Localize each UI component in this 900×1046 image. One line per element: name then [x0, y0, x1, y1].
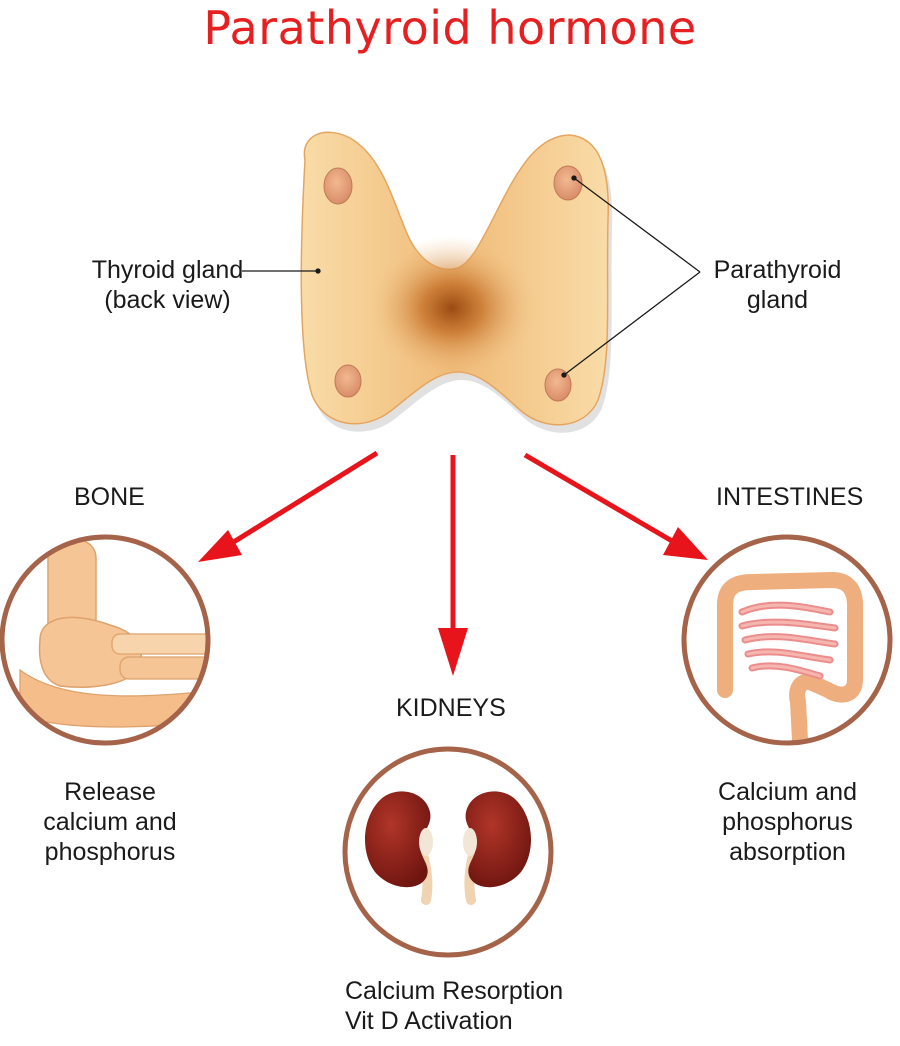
arrows	[198, 450, 708, 676]
parathyroid-leader-dot	[561, 372, 567, 378]
intestines-heading: INTESTINES	[716, 483, 864, 511]
parathyroid-leader-dot	[571, 175, 577, 181]
thyroid-label-line: Thyroid gland	[91, 256, 244, 284]
kidneys-heading: KIDNEYS	[396, 694, 506, 722]
intestines-illustration	[681, 534, 893, 746]
arrow-to-intestines-shaft	[523, 452, 674, 544]
kidney-right	[465, 791, 532, 888]
leader-lines	[242, 175, 701, 378]
arrow-to-intestines-head	[663, 527, 708, 560]
kidneys-effect-line: Vit D Activation	[345, 1007, 513, 1035]
renal-pelvis-right	[463, 828, 477, 856]
parathyroid-dot	[553, 165, 583, 201]
kidneys-circle-border	[342, 746, 554, 958]
parathyroid-gland-label: Parathyroid gland	[700, 255, 855, 315]
bone-effect-text: Release calcium and phosphorus	[30, 777, 190, 867]
parathyroid-dot	[544, 368, 572, 402]
arrow-to-bone-head	[198, 530, 242, 562]
bone-effect-line: Release	[64, 778, 156, 806]
thyroid-gland	[300, 131, 613, 433]
parathyroid-leader-line	[563, 271, 701, 376]
arrow-to-kidneys-head	[438, 628, 468, 676]
small-intestine-highlight	[740, 603, 837, 678]
bone-illustration	[0, 534, 211, 746]
parathyroid-label-line: Parathyroid	[713, 256, 842, 284]
forearm-lower	[19, 668, 208, 728]
kidneys-effect-line: Calcium Resorption	[345, 977, 564, 1005]
arrow-to-bone-shaft	[230, 450, 379, 546]
parathyroid-dot	[334, 364, 362, 398]
bone-circle-border	[0, 534, 211, 746]
renal-pelvis-left	[419, 828, 433, 856]
parathyroid-dot	[323, 167, 353, 205]
intestines-effect-line: Calcium and	[718, 778, 857, 806]
intestines-circle-border	[681, 534, 893, 746]
thyroid-gland-label: Thyroid gland (back view)	[80, 255, 255, 315]
thyroid-leader-dot	[315, 268, 321, 274]
gland-center-shading	[357, 220, 547, 380]
kidney-left	[364, 791, 431, 888]
diagram-title: Parathyroid hormone	[203, 1, 697, 55]
thyroid-label-line: (back view)	[104, 286, 231, 314]
large-intestine	[717, 572, 863, 743]
bone-effect-line: calcium and	[43, 808, 177, 836]
bone-effect-line: phosphorus	[44, 838, 176, 866]
parathyroid-leader-line	[573, 177, 701, 273]
radius	[111, 633, 208, 655]
parathyroid-label-line: gland	[746, 286, 809, 314]
intestines-effect-line: phosphorus	[722, 808, 853, 836]
bone-heading: BONE	[74, 483, 145, 511]
ulna	[119, 656, 208, 680]
kidneys-illustration	[342, 746, 554, 958]
kidneys-effect-text: Calcium Resorption Vit D Activation	[345, 976, 605, 1036]
intestines-effect-text: Calcium and phosphorus absorption	[705, 777, 870, 867]
intestines-effect-line: absorption	[729, 838, 846, 866]
